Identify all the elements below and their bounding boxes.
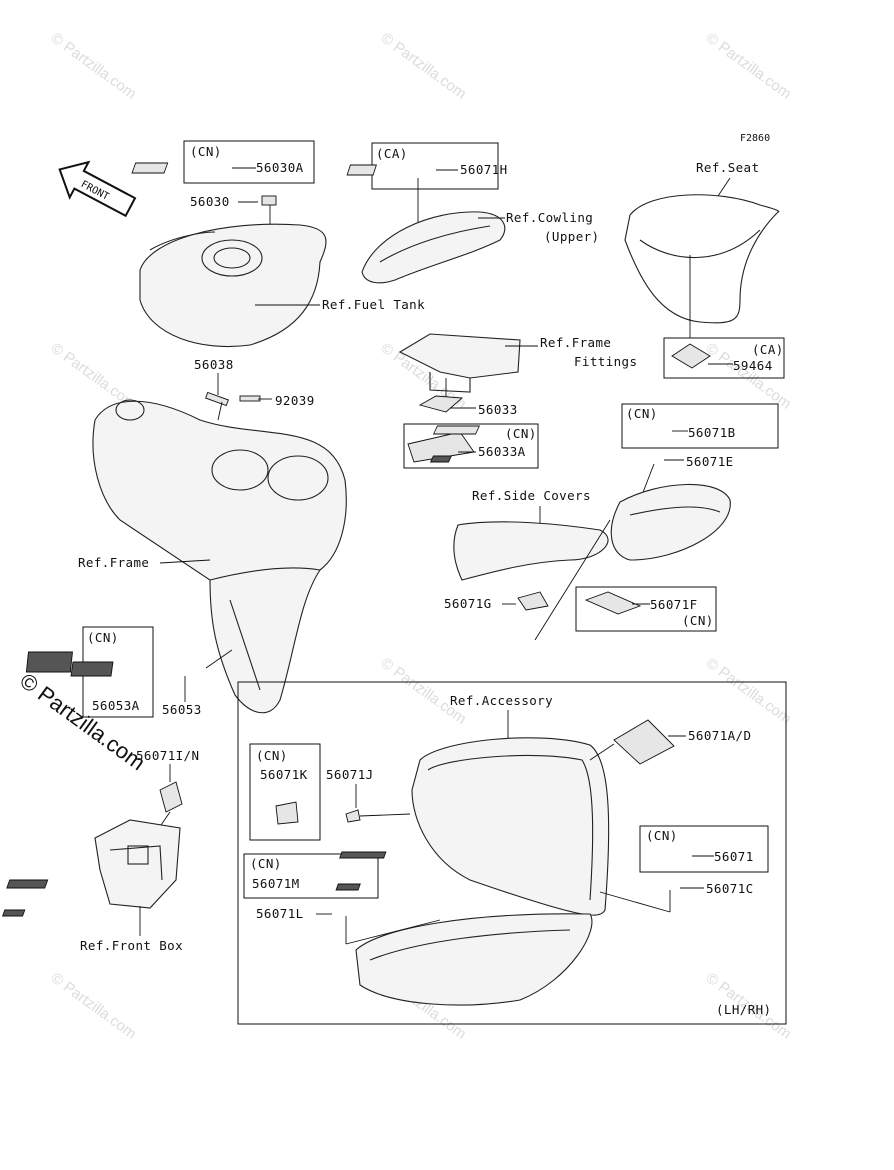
front-box-drawing <box>94 819 181 909</box>
label-ref-fuel-tank: Ref.Fuel Tank <box>322 297 425 312</box>
figure-code: F2860 <box>740 133 770 144</box>
decal-56071M <box>6 879 49 889</box>
label-56071AD: 56071A/D <box>688 728 751 743</box>
label-ref-frame-fittings-2: Fittings <box>574 354 637 369</box>
label-cn-56071B: (CN) <box>626 406 658 421</box>
fuel-tank-drawing <box>139 223 327 348</box>
label-56071J: 56071J <box>326 767 374 782</box>
decal-56071L <box>1 909 26 917</box>
label-56053: 56053 <box>162 702 202 717</box>
cowling-drawing <box>361 211 506 284</box>
decal-56071E <box>429 455 453 463</box>
label-cn-56071M: (CN) <box>250 856 282 871</box>
label-56071H: 56071H <box>460 162 508 177</box>
decal-56033 <box>418 395 464 413</box>
label-56071IN: 56071I/N <box>136 748 199 763</box>
label-56053A: 56053A <box>92 698 140 713</box>
label-56030: 56030 <box>190 194 230 209</box>
decal-56038 <box>205 391 229 407</box>
watermark-2: © Partzilla.com <box>378 29 470 102</box>
label-ref-cowling-upper: (Upper) <box>544 229 599 244</box>
label-cn-56071: (CN) <box>646 828 678 843</box>
decal-56071J <box>345 809 361 823</box>
label-ref-front-box: Ref.Front Box <box>80 938 183 953</box>
label-ref-accessory: Ref.Accessory <box>450 693 553 708</box>
decal-56071B <box>432 425 481 435</box>
label-56071L: 56071L <box>256 906 304 921</box>
label-92039: 92039 <box>275 393 315 408</box>
seat-drawing <box>624 194 780 324</box>
box-accessory <box>237 681 787 1025</box>
frame-drawing <box>92 399 347 714</box>
label-cn-56030A: (CN) <box>190 144 222 159</box>
label-cn-56053A: (CN) <box>87 630 119 645</box>
box-56030A <box>183 140 315 184</box>
watermark-3: © Partzilla.com <box>703 29 795 102</box>
box-56071F <box>575 586 717 632</box>
label-56038: 56038 <box>194 357 234 372</box>
label-56071B: 56071B <box>688 425 736 440</box>
label-56033: 56033 <box>478 402 518 417</box>
decal-56071 <box>339 851 387 859</box>
frame-fittings-drawing <box>398 333 521 393</box>
label-56071G: 56071G <box>444 596 492 611</box>
box-59464 <box>663 337 785 379</box>
side-covers-drawing <box>453 483 731 581</box>
label-59464: 59464 <box>733 358 773 373</box>
decal-56030A <box>131 162 169 174</box>
decal-56053A <box>25 651 73 673</box>
box-56071M <box>243 853 379 899</box>
decal-56071AD <box>613 719 675 765</box>
label-56071K: 56071K <box>260 767 308 782</box>
box-56071K <box>249 743 321 841</box>
label-56071E: 56071E <box>686 454 734 469</box>
label-56071M: 56071M <box>252 876 300 891</box>
label-cn-56071F: (CN) <box>682 613 714 628</box>
label-56071: 56071 <box>714 849 754 864</box>
decal-59464 <box>671 343 711 369</box>
label-ref-frame-fittings: Ref.Frame <box>540 335 611 350</box>
decal-56030 <box>261 195 277 206</box>
label-56071F: 56071F <box>650 597 698 612</box>
box-56071B <box>621 403 779 449</box>
label-ref-frame: Ref.Frame <box>78 555 149 570</box>
box-56033A <box>403 423 539 469</box>
watermark-8: © Partzilla.com <box>703 654 795 727</box>
watermark-9: © Partzilla.com <box>48 969 140 1042</box>
decal-56071G <box>517 591 549 611</box>
label-ca-56071H: (CA) <box>376 146 408 161</box>
decal-56071F <box>584 591 642 615</box>
label-ca-59464: (CA) <box>752 342 784 357</box>
label-ref-side-covers: Ref.Side Covers <box>472 488 591 503</box>
label-56030A: 56030A <box>256 160 304 175</box>
label-cn-56033A: (CN) <box>505 426 537 441</box>
decal-56053 <box>70 661 114 677</box>
case-drawing <box>355 737 610 1006</box>
box-56071 <box>639 825 769 873</box>
label-ref-cowling: Ref.Cowling <box>506 210 593 225</box>
watermark-1: © Partzilla.com <box>48 29 140 102</box>
label-ref-seat: Ref.Seat <box>696 160 759 175</box>
decal-92039 <box>239 395 261 402</box>
label-cn-56071K: (CN) <box>256 748 288 763</box>
label-56071C: 56071C <box>706 881 754 896</box>
watermark-7: © Partzilla.com <box>378 654 470 727</box>
decal-56071H <box>346 164 377 176</box>
label-lhrh: (LH/RH) <box>716 1002 771 1017</box>
front-arrow-icon: FRONT <box>58 160 137 218</box>
decal-56071C <box>335 883 361 891</box>
label-56033A: 56033A <box>478 444 526 459</box>
decal-56071K <box>275 801 299 825</box>
decal-56071IN <box>159 781 183 813</box>
